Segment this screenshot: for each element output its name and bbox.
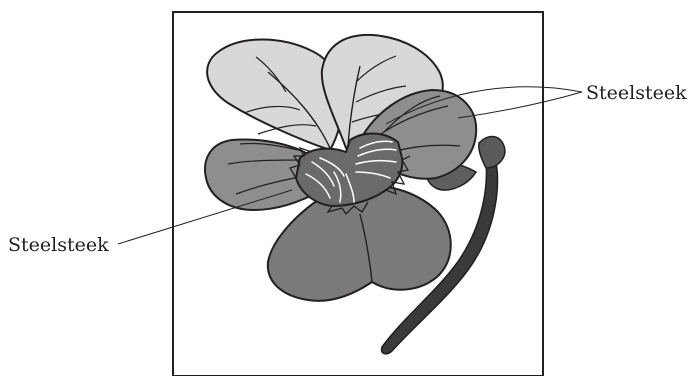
stitch-label-right: Steelsteek	[586, 84, 687, 103]
stitch-label-left: Steelsteek	[8, 236, 109, 255]
